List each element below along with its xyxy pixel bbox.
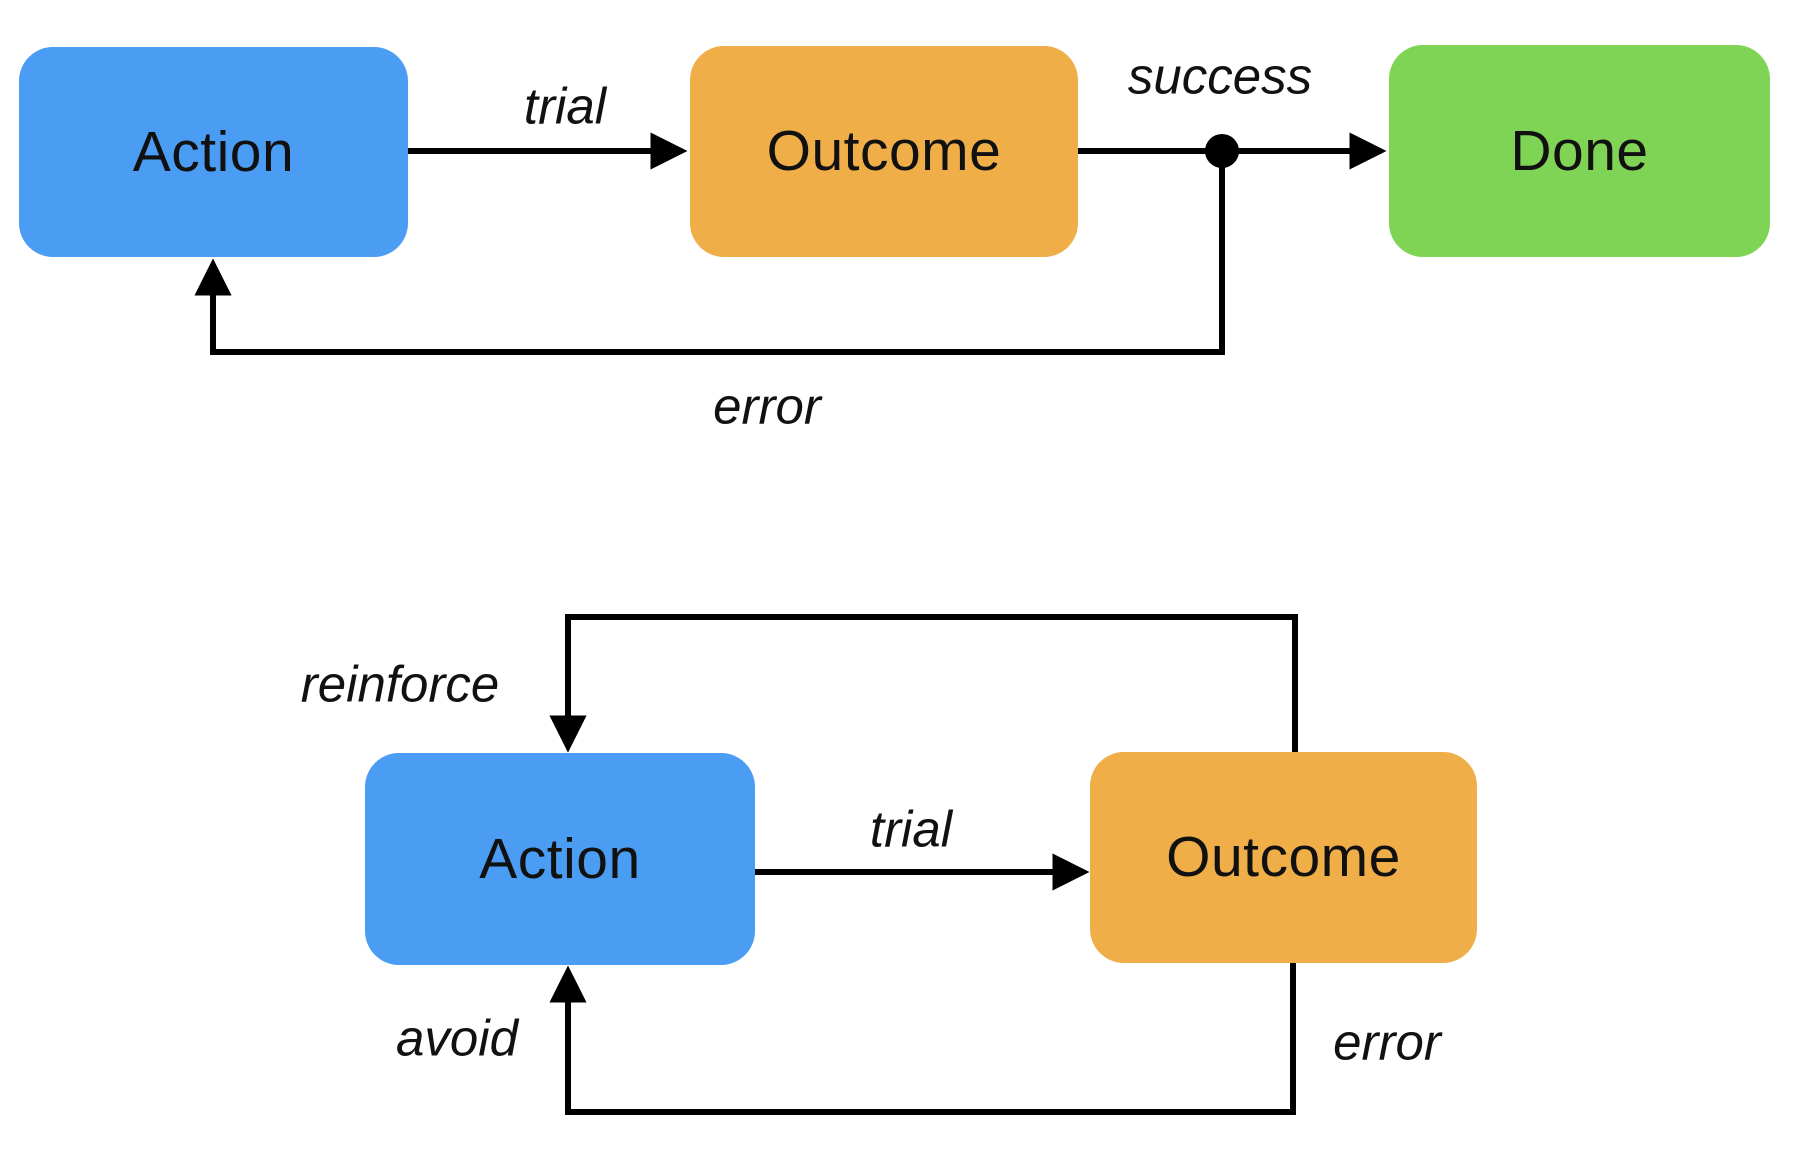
bottom-avoid-loop-arrow <box>549 963 1296 1115</box>
success-junction-dot <box>1205 134 1239 168</box>
top-error-edge-label: error <box>713 377 821 435</box>
top-trial-edge-label: trial <box>523 77 607 135</box>
top-success-edge-label: success <box>1127 47 1313 105</box>
top-outcome-node: Outcome <box>690 46 1078 257</box>
bottom-outcome-node: Outcome <box>1090 752 1477 963</box>
bottom-error-edge-label: error <box>1333 1013 1441 1071</box>
bottom-action-label: Action <box>479 826 641 891</box>
bottom-action-node: Action <box>365 753 755 965</box>
top-action-node: Action <box>19 47 408 257</box>
bottom-reinforce-edge-label: reinforce <box>300 655 500 713</box>
bottom-avoid-edge-label: avoid <box>396 1009 518 1067</box>
bottom-outcome-label: Outcome <box>1166 825 1401 889</box>
top-done-label: Done <box>1510 118 1649 183</box>
bottom-trial-edge-label: trial <box>869 800 953 858</box>
top-action-label: Action <box>132 119 295 184</box>
top-done-node: Done <box>1389 45 1770 257</box>
bottom-reinforce-loop-arrow <box>549 614 1298 753</box>
top-outcome-label: Outcome <box>766 119 1002 183</box>
